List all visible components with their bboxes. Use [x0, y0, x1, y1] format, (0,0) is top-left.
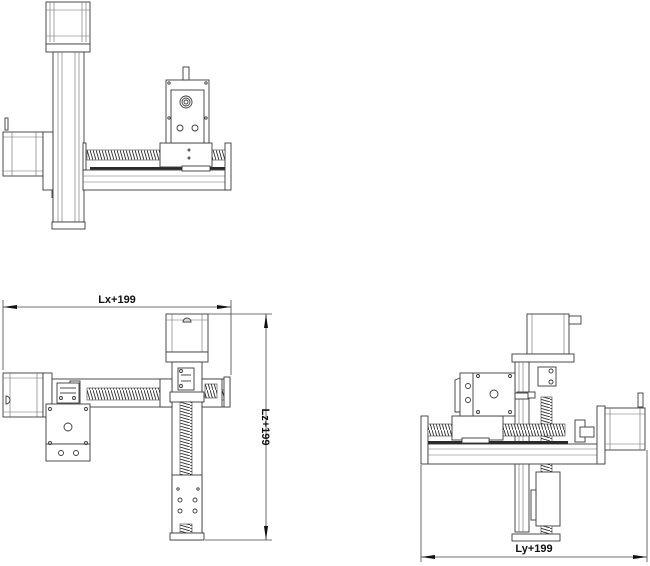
stepper-motor-icon — [604, 392, 646, 451]
stepper-motor-icon — [511, 313, 582, 363]
dimension-lx: Lx+199 — [2, 294, 272, 541]
coupling-icon — [537, 366, 557, 387]
stepper-motor-icon — [45, 1, 91, 53]
dimension-label-lx: Lx+199 — [98, 294, 136, 306]
ball-screw-icon — [179, 401, 193, 476]
dimension-label-ly: Ly+199 — [515, 543, 552, 555]
dimension-lz: Lz+199 — [259, 314, 271, 540]
view-side: Ly+199 — [420, 313, 648, 562]
stepper-motor-icon — [165, 313, 209, 363]
z-axis-column — [159, 361, 223, 541]
dimension-label-lz: Lz+199 — [259, 409, 271, 446]
coupling-icon — [579, 426, 595, 438]
coupling-icon — [56, 382, 80, 404]
y-motor-plate — [45, 403, 91, 462]
stepper-motor-icon — [2, 117, 54, 198]
ball-screw-icon — [86, 149, 161, 161]
ball-screw-icon — [86, 387, 161, 401]
y-axis-rail — [420, 405, 606, 465]
view-front — [2, 1, 232, 230]
z-axis-column — [51, 51, 86, 230]
coupling-icon — [177, 367, 195, 391]
stepper-motor-icon — [2, 372, 53, 418]
view-top: Lx+199 Lz+199 — [2, 294, 272, 541]
carriage-icon — [159, 66, 213, 172]
dimension-ly: Ly+199 — [420, 450, 648, 562]
carriage-icon — [451, 372, 529, 444]
